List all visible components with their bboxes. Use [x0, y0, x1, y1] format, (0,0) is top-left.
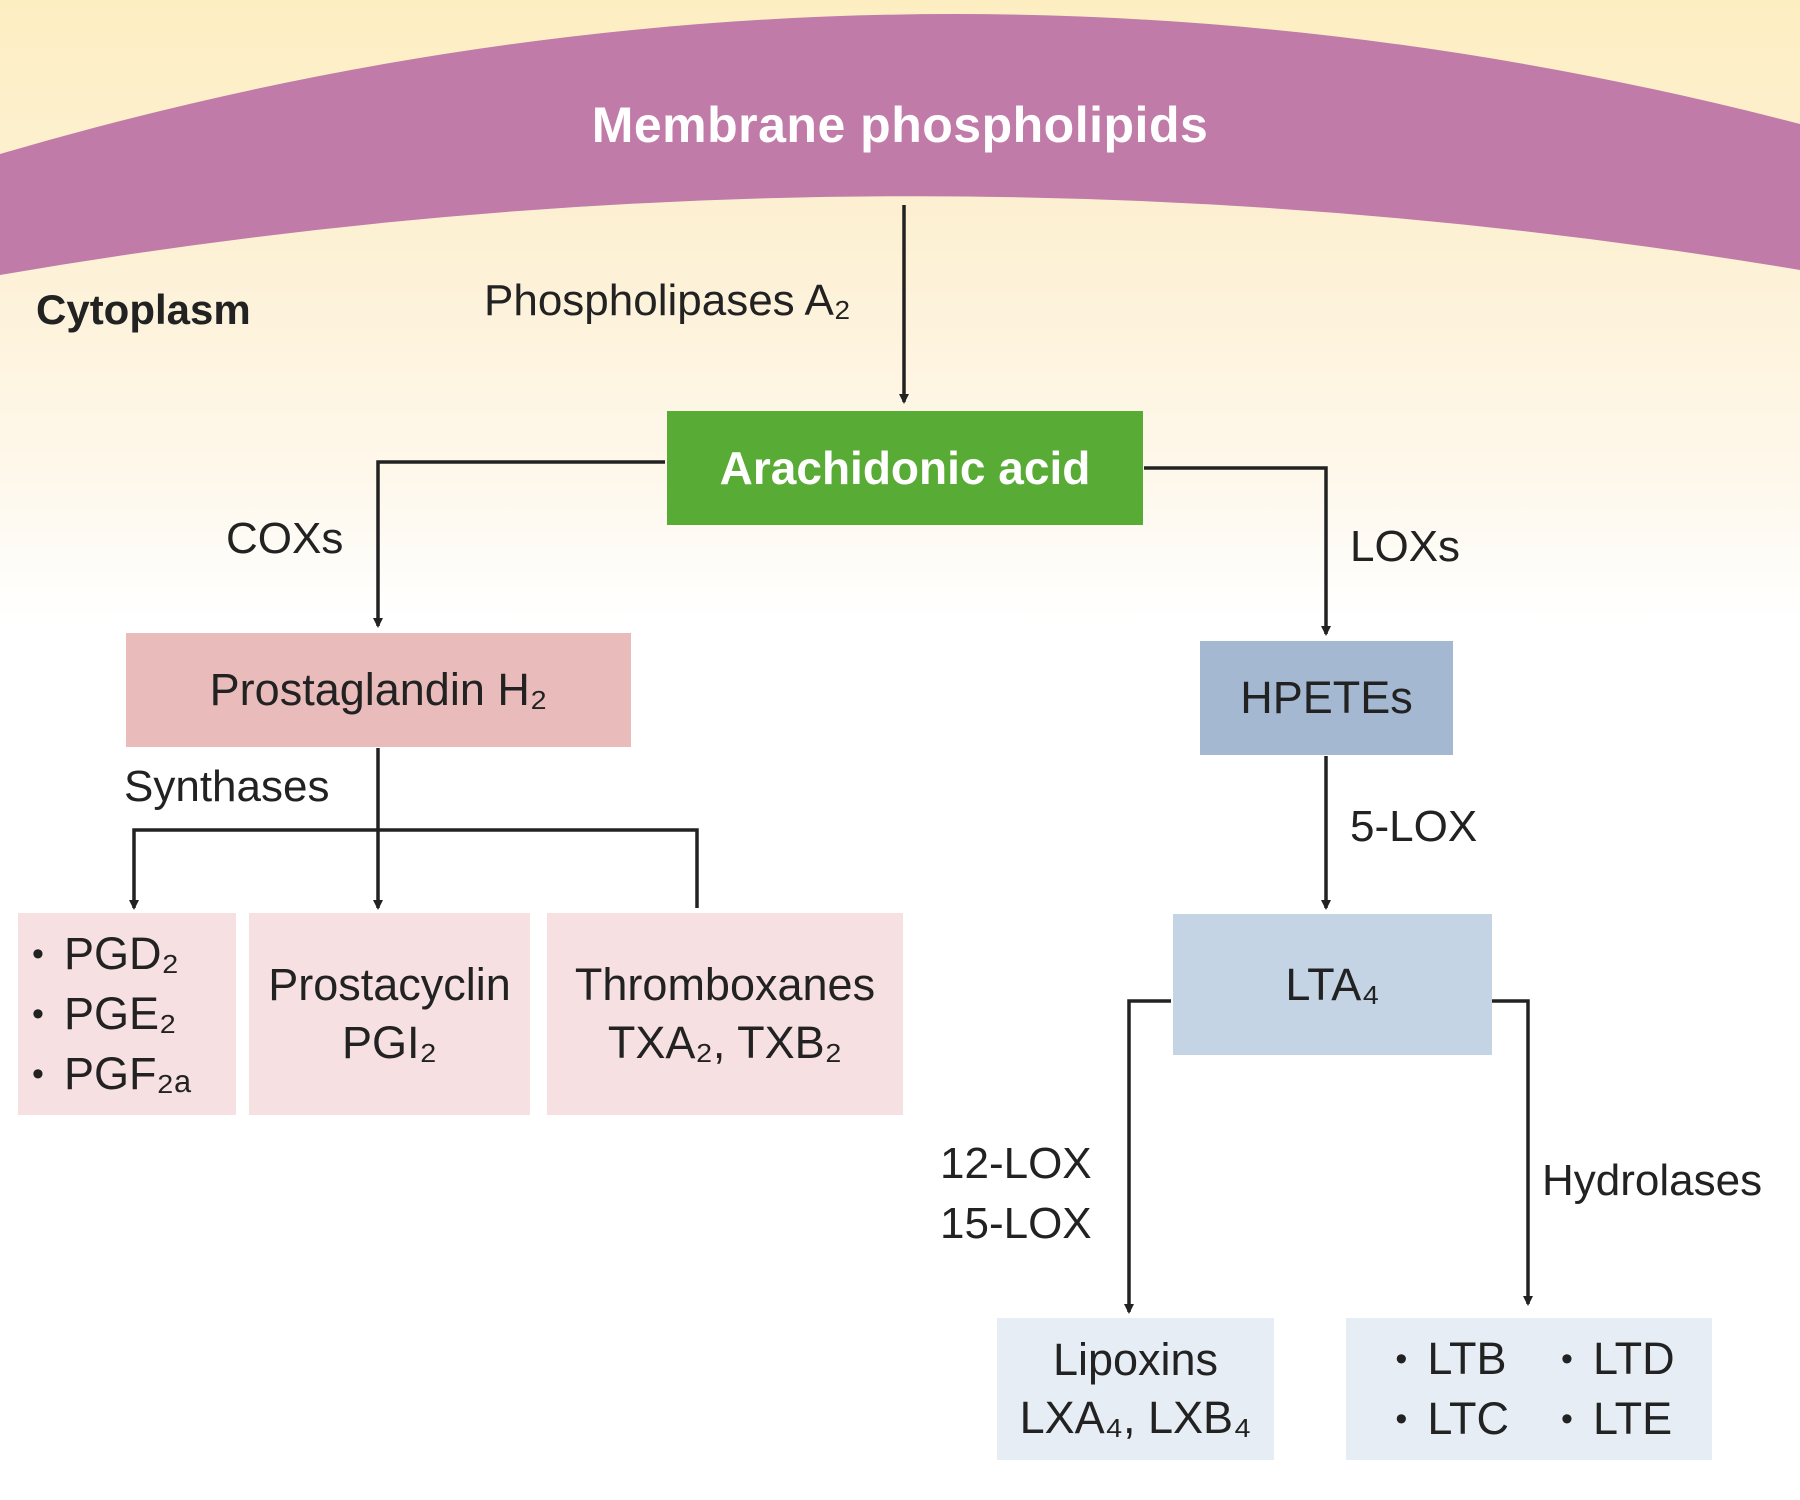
leukotrienes-list: LTB LTD LTC LTE [1383, 1329, 1674, 1449]
list-item: PGF₂ₐ [18, 1044, 191, 1104]
lipoxins-formula: LXA₄, LXB₄ [1019, 1392, 1252, 1443]
prostaglandins-list: PGD₂ PGE₂ PGF₂ₐ [18, 924, 191, 1104]
list-item: PGE₂ [18, 984, 191, 1044]
loxs-label: LOXs [1350, 522, 1461, 571]
arrow-coxs [373, 460, 665, 628]
twelve-lox-label: 12-LOX [940, 1139, 1092, 1188]
list-item: LTD [1549, 1329, 1675, 1389]
leukotrienes-node: LTB LTD LTC LTE [1346, 1318, 1712, 1460]
lipoxins-name: Lipoxins [1052, 1334, 1219, 1385]
lipoxins-node: Lipoxins LXA₄, LXB₄ [997, 1318, 1274, 1460]
arrow-synthases-left [129, 828, 699, 910]
arachidonic-acid-label: Arachidonic acid [719, 442, 1091, 494]
twelve-fifteen-lox-label: 12-LOX 15-LOX [940, 1134, 1092, 1254]
list-item: PGD₂ [18, 924, 191, 984]
lta4-node: LTA₄ [1173, 914, 1492, 1055]
synthases-label: Synthases [124, 762, 330, 811]
thromboxanes-name: Thromboxanes [574, 959, 876, 1010]
arrow-hydrolases [1492, 999, 1533, 1306]
list-item: LTB [1383, 1329, 1509, 1389]
prostacyclin-name: Prostacyclin [268, 959, 511, 1010]
hydrolases-label: Hydrolases [1542, 1156, 1763, 1205]
list-item: LTC [1383, 1389, 1509, 1449]
prostacyclin-formula: PGI₂ [341, 1017, 437, 1068]
arrow-loxs [1144, 466, 1331, 636]
membrane-title: Membrane phospholipids [591, 97, 1209, 153]
prostaglandins-node: PGD₂ PGE₂ PGF₂ₐ [18, 913, 236, 1115]
coxs-label: COXs [226, 514, 344, 563]
hpetes-node: HPETEs [1200, 641, 1453, 755]
arrow-12-15-lox [1124, 999, 1171, 1314]
hpetes-label: HPETEs [1240, 672, 1413, 723]
lta4-label: LTA₄ [1285, 958, 1380, 1010]
thromboxanes-formula: TXA₂, TXB₂ [607, 1017, 843, 1068]
prostaglandin-h2-label: Prostaglandin H₂ [209, 664, 548, 715]
thromboxanes-node: Thromboxanes TXA₂, TXB₂ [547, 913, 903, 1115]
phospholipase-label: Phospholipases A₂ [484, 276, 851, 325]
membrane-band [0, 14, 1800, 275]
cytoplasm-label: Cytoplasm [36, 286, 251, 333]
fifteen-lox-label: 15-LOX [940, 1199, 1092, 1248]
five-lox-label: 5-LOX [1350, 802, 1478, 851]
prostaglandin-h2-node: Prostaglandin H₂ [126, 633, 631, 747]
list-item: LTE [1549, 1389, 1675, 1449]
arachidonic-acid-node: Arachidonic acid [667, 411, 1143, 525]
prostacyclin-node: Prostacyclin PGI₂ [249, 913, 530, 1115]
